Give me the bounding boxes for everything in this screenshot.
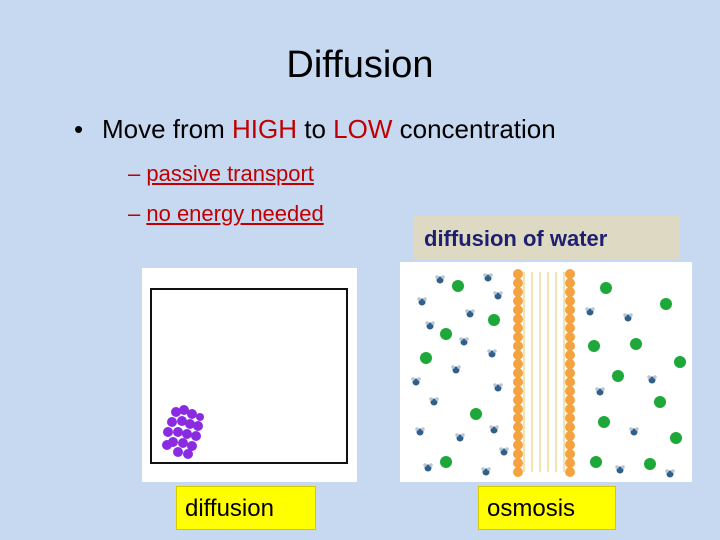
water-molecule (647, 375, 657, 384)
membrane-head (513, 458, 523, 468)
membrane-head (565, 386, 575, 396)
water-molecule (415, 427, 425, 436)
water-molecule (411, 377, 421, 386)
osmosis-svg (411, 269, 686, 478)
water-molecules (411, 273, 675, 478)
diffusion-of-water-label: diffusion of water (414, 216, 680, 260)
membrane-head (565, 377, 575, 387)
water-molecule (623, 313, 633, 322)
membrane-head (513, 287, 523, 297)
membrane-head (513, 440, 523, 450)
membrane-head (565, 395, 575, 405)
sub-item-no-energy: – no energy needed (128, 201, 324, 227)
water-molecule (465, 309, 475, 318)
membrane-head (565, 296, 575, 306)
water-molecule (459, 337, 469, 346)
membrane-head (565, 422, 575, 432)
membrane-head (513, 386, 523, 396)
bullet-dot: • (74, 114, 84, 144)
membrane-tails (523, 272, 565, 472)
diffusion-illustration (142, 268, 357, 482)
membrane-head (513, 314, 523, 324)
water-molecule (487, 349, 497, 358)
membrane-head (513, 413, 523, 423)
membrane-head (513, 269, 523, 279)
membrane-head (565, 413, 575, 423)
sub-dash: – (128, 161, 147, 186)
membrane-head (565, 350, 575, 360)
membrane-head (513, 377, 523, 387)
membrane-head (513, 323, 523, 333)
water-molecule (595, 387, 605, 396)
membrane-head (513, 368, 523, 378)
bullet-high: HIGH (232, 114, 298, 144)
slide-title: Diffusion (286, 44, 434, 86)
membrane-head (565, 431, 575, 441)
membrane-head (513, 296, 523, 306)
osmosis-illustration (400, 262, 692, 482)
membrane-head (565, 449, 575, 459)
membrane-head (565, 467, 575, 477)
sub-dash: – (128, 201, 147, 226)
bullet-text-3: concentration (392, 114, 556, 144)
membrane-head (513, 359, 523, 369)
membrane-head (513, 332, 523, 342)
water-molecule (493, 383, 503, 392)
membrane-head (513, 278, 523, 288)
membrane-head (565, 368, 575, 378)
membrane-head (565, 305, 575, 315)
membrane-head (565, 278, 575, 288)
membrane-head (565, 269, 575, 279)
bullet-text-1: Move from (102, 114, 233, 144)
sub-text: no energy needed (146, 201, 324, 226)
water-molecule (615, 465, 625, 474)
membrane-head (513, 467, 523, 477)
water-molecule (629, 427, 639, 436)
membrane-head (513, 350, 523, 360)
water-molecule (481, 467, 491, 476)
membrane-heads (513, 269, 575, 477)
diffusion-label: diffusion (176, 486, 316, 530)
water-molecule (585, 307, 595, 316)
water-molecule (455, 433, 465, 442)
diffusion-container (150, 288, 348, 464)
water-molecule (425, 321, 435, 330)
water-molecule (665, 469, 675, 478)
main-bullet: • Move from HIGH to LOW concentration (74, 114, 556, 145)
membrane-head (565, 458, 575, 468)
membrane-head (513, 305, 523, 315)
membrane-head (565, 341, 575, 351)
membrane-head (513, 341, 523, 351)
purple-particles (162, 405, 204, 459)
water-molecule (499, 447, 509, 456)
membrane-head (565, 323, 575, 333)
sub-text: passive transport (146, 161, 314, 186)
water-molecule (489, 425, 499, 434)
water-molecule (429, 397, 439, 406)
green-particles (420, 280, 686, 470)
water-molecule (417, 297, 427, 306)
membrane-head (513, 431, 523, 441)
membrane-head (513, 404, 523, 414)
sub-item-passive-transport: – passive transport (128, 161, 314, 187)
membrane-head (565, 287, 575, 297)
membrane-head (513, 422, 523, 432)
water-molecule (435, 275, 445, 284)
water-molecule (451, 365, 461, 374)
bullet-text-2: to (297, 114, 334, 144)
water-molecule (423, 463, 433, 472)
osmosis-label: osmosis (478, 486, 616, 530)
water-molecule (493, 291, 503, 300)
membrane-head (565, 440, 575, 450)
membrane-head (513, 449, 523, 459)
membrane-head (565, 359, 575, 369)
membrane-head (513, 395, 523, 405)
water-molecule (483, 273, 493, 282)
membrane-head (565, 404, 575, 414)
membrane-head (565, 314, 575, 324)
bullet-low: LOW (333, 114, 393, 144)
membrane-head (565, 332, 575, 342)
